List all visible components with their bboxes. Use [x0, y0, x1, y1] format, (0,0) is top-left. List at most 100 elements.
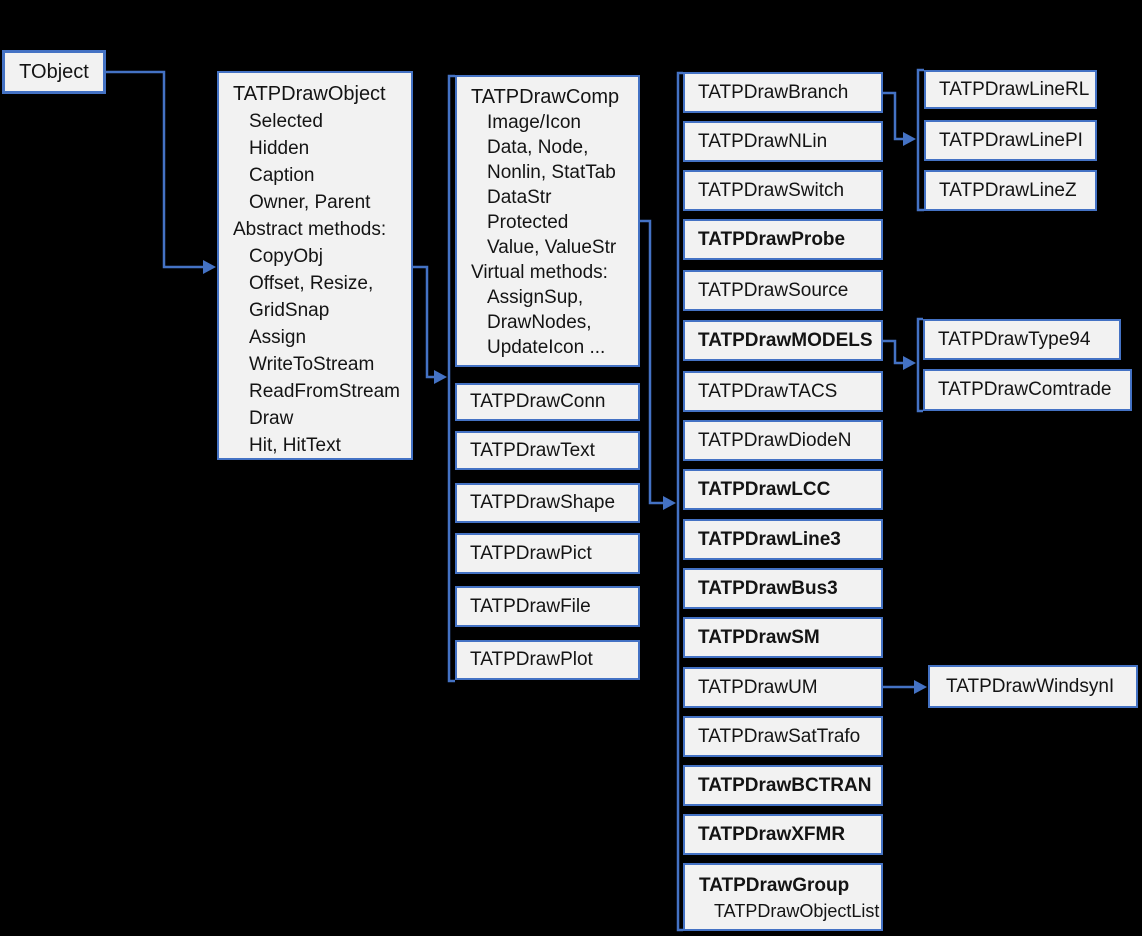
method-updateicon: UpdateIcon ...	[487, 337, 606, 358]
class-label: TATPDrawDiodeN	[698, 429, 852, 451]
method-copyobj: CopyObj	[249, 246, 323, 267]
class-label: TATPDrawSM	[698, 626, 820, 648]
class-label: TATPDrawGroup	[699, 875, 850, 896]
connector-models-to-subclasses	[883, 339, 904, 365]
class-label: TObject	[19, 60, 89, 83]
class-box-tatpdrawshape: TATPDrawShape	[455, 483, 640, 523]
class-label: TATPDrawFile	[470, 595, 591, 617]
class-box-tatpdrawbranch: TATPDrawBranch	[683, 72, 883, 113]
class-label: TATPDrawBranch	[698, 81, 849, 103]
member-objectlist: TATPDrawObjectList	[714, 901, 880, 921]
arrowhead-icon	[914, 680, 927, 694]
member-selected: Selected	[249, 111, 323, 132]
class-label: TATPDrawPlot	[470, 649, 593, 670]
class-label: TATPDrawSource	[698, 279, 849, 301]
class-box-tatpdrawline3: TATPDrawLine3	[683, 519, 883, 560]
arrowhead-icon	[903, 132, 916, 146]
class-box-tatpdrawlinez: TATPDrawLineZ	[924, 170, 1097, 211]
class-label: TATPDrawMODELS	[698, 329, 873, 351]
class-label: TATPDrawLine3	[698, 528, 841, 550]
class-label: TATPDrawType94	[938, 328, 1091, 350]
method-readfromstream: ReadFromStream	[249, 381, 400, 402]
member-value-valuestr: Value, ValueStr	[487, 237, 617, 258]
class-label: TATPDrawComtrade	[938, 379, 1112, 400]
class-label: TATPDrawLCC	[698, 478, 831, 500]
class-title: TATPDrawObject	[233, 83, 386, 105]
member-protected: Protected	[487, 212, 569, 233]
class-label: TATPDrawWindsynI	[946, 675, 1115, 697]
class-box-tatpdrawprobe: TATPDrawProbe	[683, 219, 883, 260]
class-label: TATPDrawLineZ	[939, 179, 1077, 201]
bracket-line-subclasses	[916, 68, 924, 212]
class-box-tatpdrawsattrafo: TATPDrawSatTrafo	[683, 716, 883, 757]
method-gridsnap: GridSnap	[249, 300, 330, 321]
section-abstract-methods: Abstract methods:	[233, 219, 387, 240]
class-box-tatpdrawlcc: TATPDrawLCC	[683, 469, 883, 510]
class-box-tatpdrawsource: TATPDrawSource	[683, 270, 883, 311]
method-writetostream: WriteToStream	[249, 354, 375, 375]
class-label: TATPDrawLinePI	[939, 129, 1083, 151]
class-label: TATPDrawXFMR	[698, 823, 846, 845]
class-label: TATPDrawNLin	[698, 130, 828, 152]
bracket-component-column	[676, 71, 683, 932]
method-drawnodes: DrawNodes,	[487, 312, 592, 333]
member-caption: Caption	[249, 165, 315, 186]
method-assign: Assign	[249, 327, 307, 348]
class-box-tatpdrawbctran: TATPDrawBCTRAN	[683, 765, 883, 806]
class-box-tatpdrawmodels: TATPDrawMODELS	[683, 320, 883, 361]
arrowhead-icon	[434, 370, 447, 384]
member-hidden: Hidden	[249, 138, 310, 159]
class-box-tatpdrawum: TATPDrawUM	[683, 667, 883, 708]
class-box-tatpdrawswitch: TATPDrawSwitch	[683, 170, 883, 211]
class-box-tatpdrawlinepi: TATPDrawLinePI	[924, 120, 1097, 161]
class-box-tatpdrawfile: TATPDrawFile	[455, 586, 640, 627]
class-box-tatpdrawtype94: TATPDrawType94	[923, 319, 1121, 360]
class-box-tatpdrawbus3: TATPDrawBus3	[683, 568, 883, 609]
class-label: TATPDrawTACS	[698, 380, 838, 402]
member-nonlin-stattab: Nonlin, StatTab	[487, 162, 616, 183]
class-box-tatpdrawplot: TATPDrawPlot	[455, 640, 640, 680]
class-box-tatpdrawgroup: TATPDrawGroup TATPDrawObjectList	[683, 863, 883, 931]
class-title: TATPDrawComp	[471, 86, 620, 108]
arrowhead-icon	[663, 496, 676, 510]
class-box-tatpdrawpict: TATPDrawPict	[455, 533, 640, 574]
connector-branch-to-lines	[883, 91, 904, 141]
class-label: TATPDrawConn	[470, 391, 606, 412]
bracket-comp-column	[447, 74, 455, 683]
class-box-tatpdrawcomtrade: TATPDrawComtrade	[923, 369, 1132, 411]
class-box-tatpdrawtacs: TATPDrawTACS	[683, 371, 883, 412]
class-label: TATPDrawPict	[470, 542, 592, 564]
connector-drawobject-to-comp-column	[413, 265, 435, 379]
connector-tobject-to-drawobject	[106, 70, 204, 269]
class-box-tobject: TObject	[2, 50, 106, 94]
class-label: TATPDrawProbe	[698, 228, 846, 250]
member-owner-parent: Owner, Parent	[249, 192, 371, 213]
class-box-tatpdrawnlin: TATPDrawNLin	[683, 121, 883, 162]
method-assignsup: AssignSup,	[487, 287, 584, 308]
connector-comp-to-component-column	[640, 219, 664, 505]
class-box-tatpdrawobject: TATPDrawObject Selected Hidden Caption O…	[217, 71, 413, 460]
member-data-node: Data, Node,	[487, 137, 589, 158]
class-label: TATPDrawShape	[470, 492, 616, 513]
method-offset-resize: Offset, Resize,	[249, 273, 374, 294]
class-box-tatpdrawlinerl: TATPDrawLineRL	[924, 70, 1097, 109]
class-label: TATPDrawUM	[698, 676, 818, 698]
method-hit-hittext: Hit, HitText	[249, 435, 341, 456]
method-draw: Draw	[249, 408, 294, 429]
class-box-tatpdrawconn: TATPDrawConn	[455, 383, 640, 421]
bracket-models-subclasses	[916, 317, 923, 413]
arrowhead-icon	[903, 356, 916, 370]
member-image-icon: Image/Icon	[487, 112, 581, 133]
class-label: TATPDrawText	[470, 439, 595, 461]
member-datastr: DataStr	[487, 187, 552, 208]
class-box-tatpdrawsm: TATPDrawSM	[683, 617, 883, 658]
class-box-tatpdrawwindsyn: TATPDrawWindsynI	[928, 665, 1138, 708]
class-label: TATPDrawBus3	[698, 577, 838, 599]
arrowhead-icon	[203, 260, 216, 274]
class-label: TATPDrawLineRL	[939, 78, 1090, 100]
class-box-tatpdrawtext: TATPDrawText	[455, 431, 640, 470]
class-label: TATPDrawSatTrafo	[698, 725, 861, 747]
class-box-tatpdrawdioden: TATPDrawDiodeN	[683, 420, 883, 461]
